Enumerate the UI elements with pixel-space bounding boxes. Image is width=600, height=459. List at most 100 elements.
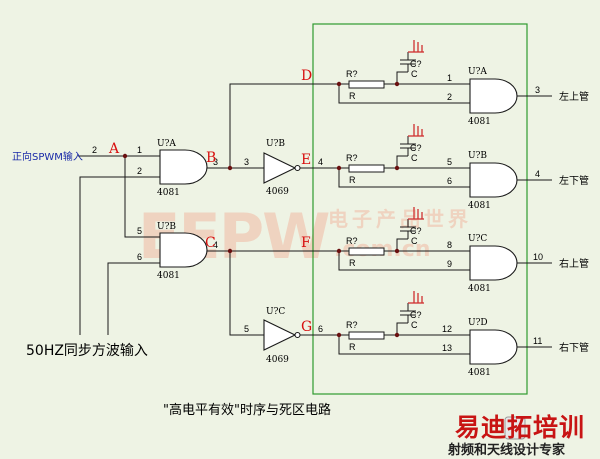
capacitor-4 bbox=[400, 303, 416, 323]
ground-symbols bbox=[408, 40, 424, 304]
c4-val: C bbox=[411, 320, 418, 330]
pin-oa-out: 3 bbox=[535, 85, 540, 95]
node-a: A bbox=[108, 141, 120, 157]
and-gate-a bbox=[159, 149, 208, 185]
pin-od-in1: 12 bbox=[442, 324, 452, 334]
wires bbox=[78, 71, 552, 355]
r1-val: R bbox=[349, 91, 356, 101]
and-a-part: 4081 bbox=[157, 188, 180, 198]
pin-a-in1: 1 bbox=[137, 145, 142, 155]
node-d: D bbox=[301, 68, 312, 84]
pin-a-in2: 2 bbox=[137, 166, 142, 176]
node-f: F bbox=[301, 235, 311, 251]
out-b-ref: U?B bbox=[468, 151, 487, 161]
pin-ob-out: 4 bbox=[535, 169, 540, 179]
node-labels: A B C D E F G bbox=[108, 68, 312, 335]
ground-icon bbox=[408, 40, 424, 53]
pin-numbers: 2 1 2 3 5 6 4 3 4 5 6 1 2 3 5 6 4 8 9 10… bbox=[92, 73, 543, 353]
pin-b-in1: 5 bbox=[137, 226, 142, 236]
pin-oc-out: 10 bbox=[533, 252, 543, 262]
junctions bbox=[122, 81, 400, 338]
not-gate-b bbox=[263, 152, 301, 184]
ground-icon bbox=[408, 124, 424, 137]
logo-sub: 射频和天线设计专家 bbox=[447, 442, 566, 458]
gate-labels: U?A 4081 U?B 4081 U?B 4069 U?C 4069 U?A … bbox=[157, 67, 491, 378]
spwm-input-label: 正向SPWM输入 bbox=[12, 150, 83, 163]
c4-ref: C? bbox=[410, 310, 422, 320]
pin-ob-in1: 5 bbox=[447, 157, 452, 167]
pin-b-out: 4 bbox=[213, 240, 218, 250]
and-gate-out-c bbox=[469, 245, 518, 281]
pin-a-out: 3 bbox=[213, 157, 218, 167]
wire-a-branch bbox=[124, 156, 160, 238]
rc-and-module-box bbox=[312, 23, 528, 395]
pin-notb-out: 4 bbox=[318, 157, 323, 167]
ground-icon bbox=[408, 207, 424, 220]
rc-labels: R? R C? C R? R C? C R? R C? C R? R C? C bbox=[346, 59, 422, 352]
pin-notb-in: 3 bbox=[244, 157, 249, 167]
pin-b-in2: 6 bbox=[137, 252, 142, 262]
channel-3-wiring bbox=[338, 238, 470, 271]
out-c-ref: U?C bbox=[468, 234, 487, 244]
not-gate-c bbox=[263, 319, 301, 351]
wire-sync-to-and-a bbox=[79, 176, 160, 335]
and-gate-out-b bbox=[469, 162, 518, 198]
pin-oa-in1: 1 bbox=[447, 73, 452, 83]
and-b-part: 4081 bbox=[157, 271, 180, 281]
c3-val: C bbox=[411, 236, 418, 246]
r4-val: R bbox=[349, 342, 356, 352]
pin-od-out: 11 bbox=[533, 336, 542, 346]
diagram-caption: "高电平有效"时序与死区电路 bbox=[163, 402, 331, 418]
out-c-part: 4081 bbox=[468, 284, 491, 294]
resistor-2 bbox=[348, 164, 385, 173]
not-b-part: 4069 bbox=[266, 187, 289, 197]
pin-oa-in2: 2 bbox=[447, 92, 452, 102]
not-c-part: 4069 bbox=[266, 355, 289, 365]
pin-spwm-in: 2 bbox=[92, 145, 97, 155]
capacitor-2 bbox=[400, 136, 416, 156]
c2-ref: C? bbox=[410, 143, 422, 153]
pin-oc-in2: 9 bbox=[447, 259, 452, 269]
wire-c-to-not-c bbox=[229, 251, 264, 336]
capacitor-1 bbox=[400, 52, 416, 72]
pin-notc-in: 5 bbox=[244, 324, 249, 334]
pin-ob-in2: 6 bbox=[447, 176, 452, 186]
logo-cn: 易迪拓培训 bbox=[455, 413, 585, 442]
output-labels: 左上管 左下管 右上管 右下管 bbox=[559, 90, 589, 354]
out-a-part: 4081 bbox=[468, 117, 491, 127]
r1-ref: R? bbox=[346, 69, 358, 79]
out-d-ref: U?D bbox=[468, 318, 488, 328]
ground-icon bbox=[408, 291, 424, 304]
not-c-ref: U?C bbox=[266, 307, 285, 317]
r4-ref: R? bbox=[346, 320, 358, 330]
out-right-upper: 右上管 bbox=[559, 257, 589, 270]
resistor-3 bbox=[348, 247, 385, 256]
out-right-lower: 右下管 bbox=[559, 341, 589, 354]
not-b-ref: U?B bbox=[266, 139, 285, 149]
r2-val: R bbox=[349, 175, 356, 185]
site-logo: 易迪拓培训 射频和天线设计专家 bbox=[447, 413, 585, 458]
pin-notc-out: 6 bbox=[318, 324, 323, 334]
r3-ref: R? bbox=[346, 236, 358, 246]
node-g: G bbox=[301, 319, 312, 335]
and-gate-b bbox=[159, 232, 208, 268]
r3-val: R bbox=[349, 258, 356, 268]
and-gate-out-a bbox=[469, 78, 518, 114]
node-b: B bbox=[206, 150, 216, 166]
capacitors bbox=[400, 52, 416, 323]
and-a-ref: U?A bbox=[157, 139, 176, 149]
pin-oc-in1: 8 bbox=[447, 240, 452, 250]
r2-ref: R? bbox=[346, 153, 358, 163]
channel-2-wiring bbox=[338, 155, 470, 188]
resistors bbox=[348, 80, 385, 340]
node-c: C bbox=[205, 235, 216, 251]
channel-1-wiring bbox=[338, 71, 470, 104]
c2-val: C bbox=[411, 153, 418, 163]
c1-ref: C? bbox=[410, 59, 422, 69]
out-left-upper: 左上管 bbox=[559, 90, 589, 103]
wire-b-to-d bbox=[229, 83, 397, 168]
node-e: E bbox=[301, 152, 311, 168]
wire-sync-to-and-b bbox=[107, 262, 160, 335]
logo-badge-icon bbox=[504, 416, 526, 440]
capacitor-3 bbox=[400, 219, 416, 239]
